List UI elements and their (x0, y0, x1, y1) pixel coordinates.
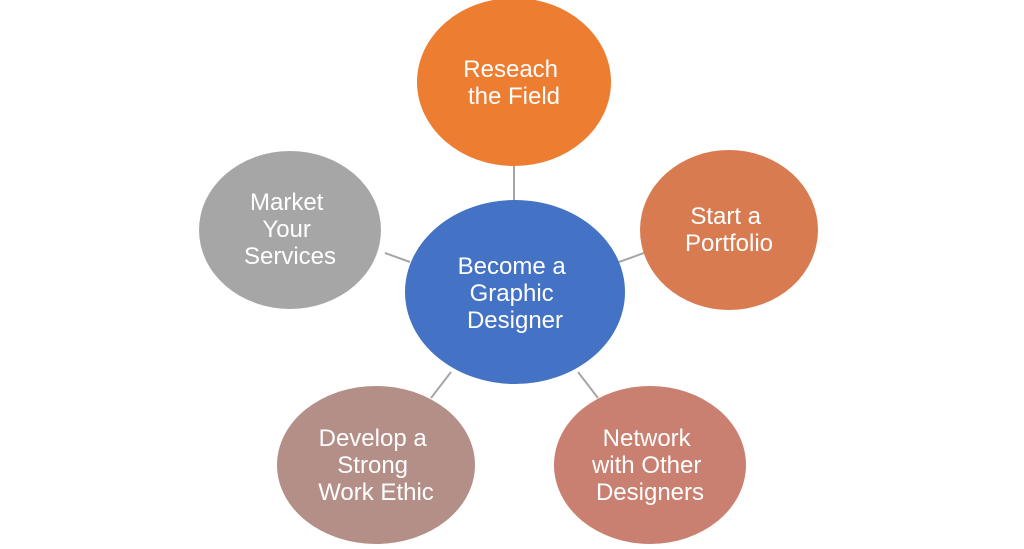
node-network-designers-line-2: with Other (591, 452, 701, 479)
node-start-portfolio-line-1: Start a (690, 203, 761, 230)
center-node: Become a Graphic Designer (405, 200, 625, 384)
node-market-services-shape (199, 151, 381, 309)
connector-work-ethic (430, 371, 452, 399)
center-node-line-1: Become a (458, 253, 567, 280)
node-work-ethic: Develop a Strong Work Ethic (277, 386, 475, 544)
node-market-services-line-3: Services (244, 243, 336, 270)
node-network-designers: Network with Other Designers (554, 386, 746, 544)
node-network-designers-line-3: Designers (596, 479, 704, 506)
node-research-field-line-1: Reseach (463, 56, 558, 83)
node-work-ethic-label: Develop a Strong Work Ethic (318, 425, 434, 506)
node-work-ethic-line-3: Work Ethic (318, 479, 434, 506)
center-node-line-3: Designer (467, 307, 563, 334)
node-market-services-line-1: Market (250, 189, 324, 216)
node-start-portfolio-line-2: Portfolio (685, 230, 773, 257)
node-work-ethic-line-1: Develop a (319, 425, 428, 452)
connector-network-designers (577, 371, 599, 399)
center-node-shape (405, 200, 625, 384)
node-start-portfolio: Start a Portfolio (640, 150, 818, 310)
center-node-label: Become a Graphic Designer (458, 253, 573, 334)
center-node-line-2: Graphic (470, 280, 554, 307)
node-start-portfolio-label: Start a Portfolio (685, 203, 773, 257)
connector-start-portfolio (618, 252, 645, 263)
node-research-field: Reseach the Field (417, 0, 611, 166)
node-network-designers-line-1: Network (603, 425, 692, 452)
node-start-portfolio-shape (640, 150, 818, 310)
node-market-services-label: Market Your Services (244, 189, 336, 270)
connector-market-services (384, 252, 411, 263)
node-market-services-line-2: Your (262, 216, 311, 243)
node-work-ethic-line-2: Strong (337, 452, 408, 479)
node-research-field-shape (417, 0, 611, 166)
node-research-field-line-2: the Field (468, 83, 560, 110)
node-network-designers-shape (554, 386, 746, 544)
node-market-services: Market Your Services (199, 151, 381, 309)
node-network-designers-label: Network with Other Designers (591, 425, 708, 506)
connectors (384, 166, 645, 399)
node-work-ethic-shape (277, 386, 475, 544)
node-research-field-label: Reseach the Field (463, 56, 564, 110)
